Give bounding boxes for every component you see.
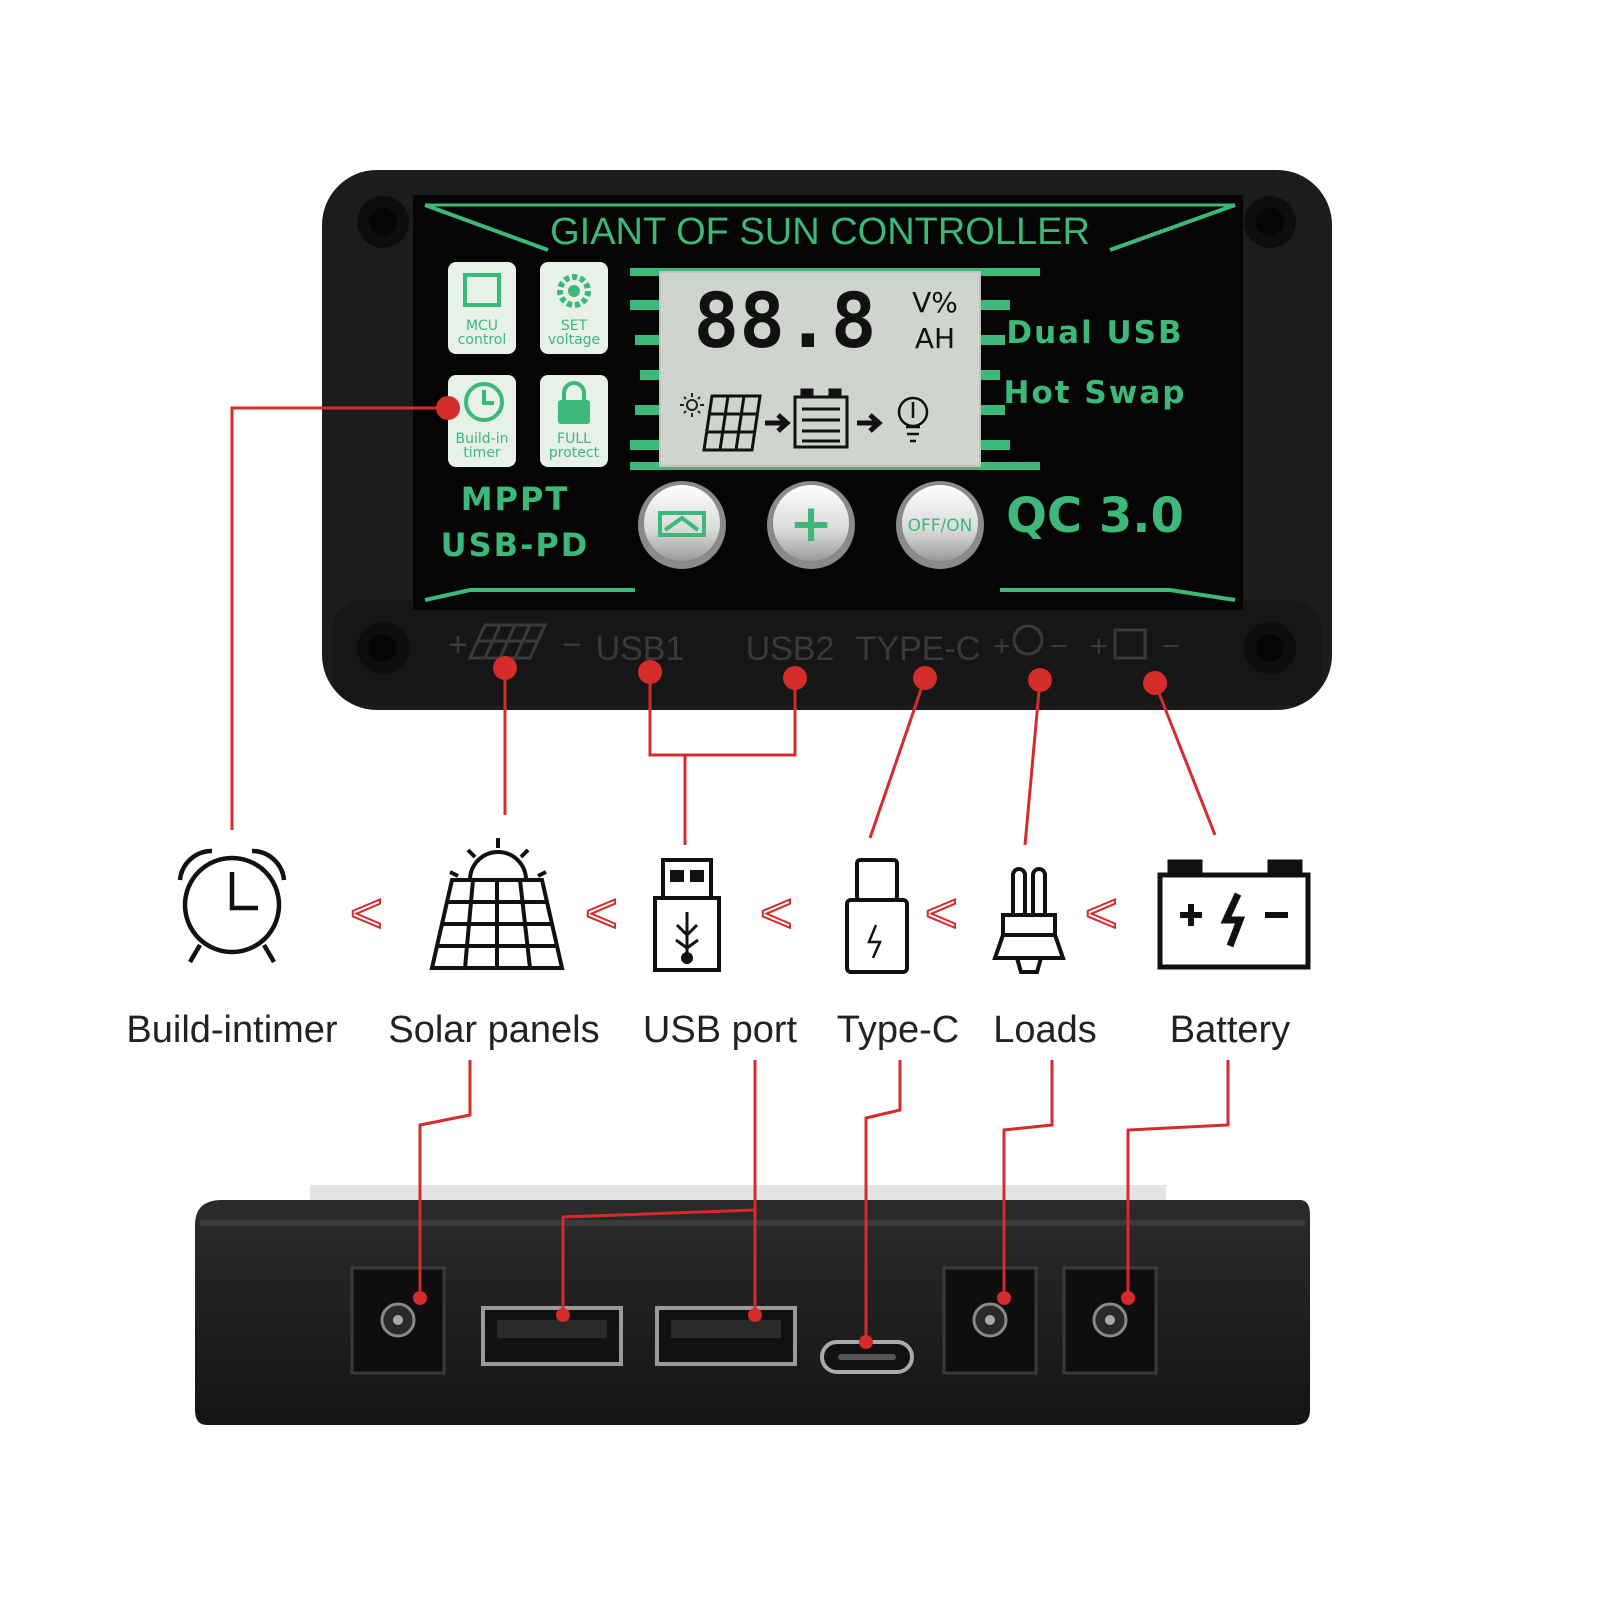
label-solar-panels: Solar panels [388, 1009, 599, 1051]
terminal-strip: + − USB1 USB2 TYPE-C + − + − [448, 623, 1180, 668]
connector-side-loads [1002, 1060, 1054, 1298]
mounting-hole [357, 622, 409, 674]
mode-label-usb-pd: USB-PD [441, 526, 590, 564]
bottom-connectors [418, 1060, 1230, 1342]
label-loads: Loads [993, 1009, 1097, 1051]
connector-battery [1153, 682, 1217, 836]
device-title: GIANT OF SUN CONTROLLER [550, 211, 1090, 253]
dc-jack-battery[interactable] [1062, 1266, 1158, 1375]
svg-text:+: + [448, 626, 468, 664]
connector-side-type-c [864, 1060, 902, 1342]
separator-glyph: < [925, 881, 958, 944]
lcd-arrow-icon [765, 413, 791, 433]
clock-icon [464, 382, 504, 422]
battery-mode-icon [658, 511, 706, 537]
connector-side-solar [418, 1060, 472, 1298]
separators: < < < < < [349, 880, 1119, 945]
connector-timer [230, 406, 448, 830]
plus-button[interactable]: + [767, 481, 855, 569]
mode-label-mppt: MPPT [461, 480, 570, 518]
battery-icon [1157, 859, 1311, 970]
dc-jack-loads[interactable] [942, 1266, 1038, 1375]
connector-type-c [868, 677, 927, 839]
connector-side-dots [413, 1291, 1135, 1349]
svg-text:+: + [789, 494, 833, 554]
svg-text:SET: SET [561, 318, 588, 334]
svg-text:−: − [562, 626, 582, 664]
usb-port-1[interactable] [481, 1306, 623, 1366]
lcd-digits: 88.8 [693, 276, 876, 365]
svg-text:voltage: voltage [548, 332, 600, 348]
mounting-hole [1244, 622, 1296, 674]
mounting-hole [1244, 196, 1296, 248]
connector-usb [648, 672, 797, 845]
lcd-screen: 88.8 V% AH [659, 271, 981, 467]
lcd-unit-top: V% [912, 286, 958, 319]
lcd-unit-bottom: AH [915, 322, 955, 355]
feature-tile-protect: FULL protect [540, 375, 608, 467]
svg-text:FULL: FULL [557, 431, 591, 447]
label-type-c: Type-C [837, 1009, 959, 1051]
alarm-clock-icon [177, 848, 287, 964]
right-label-hot-swap: Hot Swap [1004, 375, 1187, 411]
feature-tile-mcu: MCU control [448, 262, 516, 354]
gear-icon [557, 274, 591, 308]
right-label-dual-usb: Dual USB [1006, 315, 1183, 351]
separator-glyph: < [585, 881, 618, 944]
svg-text:protect: protect [549, 445, 600, 461]
lcd-solar-icon [702, 394, 762, 452]
dc-jack-solar[interactable] [350, 1266, 446, 1375]
lcd-battery-icon [793, 388, 849, 449]
qc-label: QC 3.0 [1006, 488, 1184, 544]
mode-button[interactable] [638, 481, 726, 569]
connector-loads [1023, 679, 1042, 846]
solar-panel-icon [429, 838, 565, 970]
svg-text:OFF/ON: OFF/ON [908, 516, 973, 536]
usb-port-2[interactable] [655, 1306, 797, 1366]
type-c-icon [845, 858, 909, 974]
connector-side-usb [561, 1060, 757, 1315]
lcd-sun-icon [680, 393, 704, 417]
label-battery: Battery [1170, 1009, 1290, 1051]
strip-solar-icon [467, 623, 548, 660]
lock-icon [558, 381, 590, 424]
label-usb-port: USB port [643, 1009, 798, 1051]
usb-icon [653, 858, 721, 972]
mounting-hole [357, 196, 409, 248]
lcd-bulb-icon [897, 396, 929, 443]
controller-side [195, 1185, 1310, 1425]
strip-usb2: USB2 [746, 630, 835, 668]
svg-text:+: + [1090, 630, 1108, 663]
connection-labels: Build-intimer Solar panels USB port Type… [126, 1009, 1290, 1051]
separator-glyph: < [350, 881, 383, 944]
strip-battery-icon [1113, 628, 1147, 660]
label-build-intimer: Build-intimer [126, 1009, 338, 1051]
svg-text:control: control [458, 332, 507, 348]
bulb-icon [992, 867, 1066, 974]
lcd-arrow-icon [857, 413, 883, 433]
connector-side-battery [1126, 1060, 1230, 1298]
power-button[interactable]: OFF/ON [896, 481, 984, 569]
svg-text:+: + [993, 630, 1011, 663]
strip-bulb-icon [1012, 624, 1044, 656]
controller-front: GIANT OF SUN CONTROLLER MCU control SET … [322, 170, 1332, 710]
svg-text:−: − [1050, 630, 1068, 663]
separator-glyph: < [760, 881, 793, 944]
svg-text:timer: timer [463, 445, 501, 461]
separator-glyph: < [1085, 881, 1118, 944]
svg-text:Build-in: Build-in [456, 431, 509, 447]
top-connectors [230, 406, 1217, 846]
chip-icon [463, 273, 501, 307]
strip-type-c: TYPE-C [856, 630, 981, 668]
strip-usb1: USB1 [596, 630, 685, 668]
feature-tile-set: SET voltage [540, 262, 608, 354]
feature-tile-timer: Build-in timer [448, 375, 516, 467]
svg-text:MCU: MCU [466, 318, 498, 334]
svg-text:−: − [1162, 630, 1180, 663]
connector-dots [436, 396, 1167, 695]
